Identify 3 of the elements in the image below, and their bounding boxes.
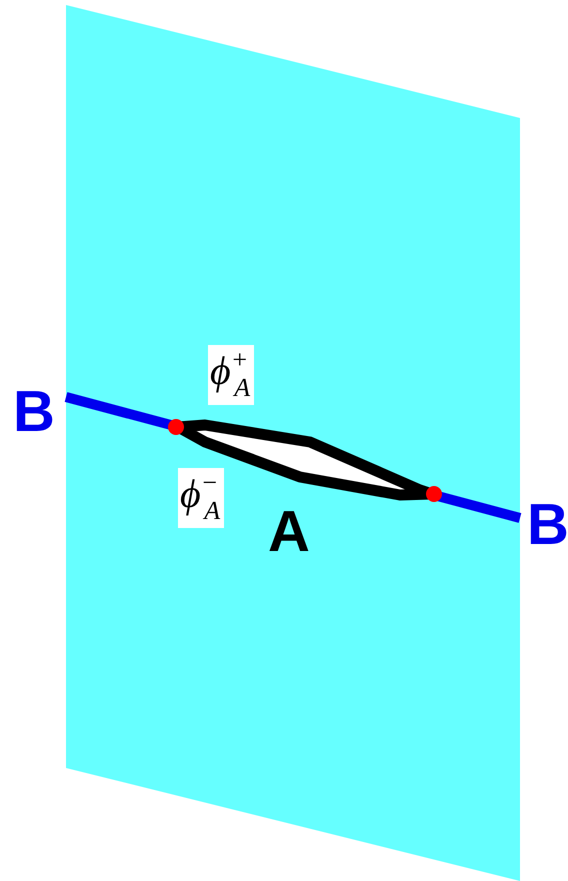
loop-label: A bbox=[268, 503, 310, 561]
line-label: B bbox=[527, 496, 568, 554]
line-label: B bbox=[13, 383, 55, 441]
